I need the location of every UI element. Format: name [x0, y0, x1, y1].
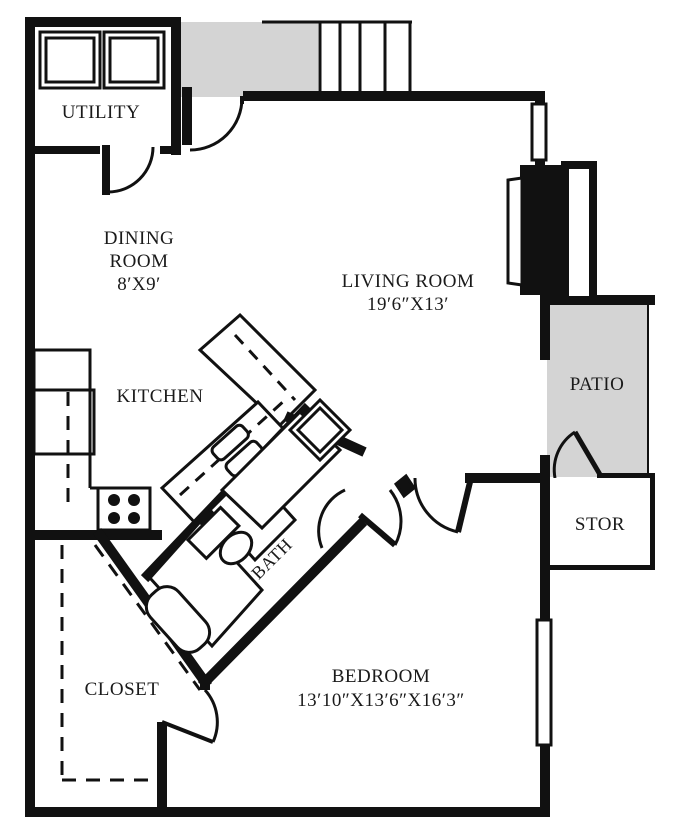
bath-cabinet	[287, 397, 353, 463]
closet-walls	[157, 682, 210, 812]
kitchen-sink	[210, 423, 264, 478]
dining-label-line2: ROOM	[109, 251, 168, 272]
range-stove	[96, 486, 152, 532]
bedroom-doors	[358, 473, 473, 548]
entry-stairs	[262, 20, 412, 92]
dining-label-line1: DINING	[104, 228, 175, 249]
patio-area	[547, 305, 647, 477]
patio-door	[552, 430, 605, 480]
bath-door	[317, 488, 346, 549]
living-label: LIVING ROOM	[342, 271, 475, 292]
closet-label: CLOSET	[85, 679, 160, 700]
utility-label: UTILITY	[62, 102, 140, 123]
utility-door	[107, 146, 155, 194]
bedroom-label: BEDROOM	[332, 666, 431, 687]
kitchen-left-counter	[32, 348, 150, 490]
living-dims: 19′6″X13′	[367, 294, 449, 315]
utility-walls	[30, 145, 180, 195]
bedroom-dims: 13′10″X13′6″X16′3″	[297, 690, 465, 711]
closet-door	[203, 688, 219, 743]
patio-label: PATIO	[570, 374, 625, 395]
bedroom-window	[535, 618, 553, 747]
washer-dryer	[38, 30, 166, 90]
exterior-walls	[25, 17, 655, 817]
storage-closet	[545, 478, 650, 565]
stor-label: STOR	[575, 514, 625, 535]
kitchen-label: KITCHEN	[117, 386, 204, 407]
living-window	[530, 102, 548, 162]
closet-shelving	[60, 544, 202, 782]
entry-landing-shading	[178, 22, 318, 97]
fireplace	[506, 161, 597, 304]
entry-door	[189, 97, 244, 152]
bathtub	[144, 519, 265, 654]
dining-dims: 8′X9′	[117, 274, 161, 295]
